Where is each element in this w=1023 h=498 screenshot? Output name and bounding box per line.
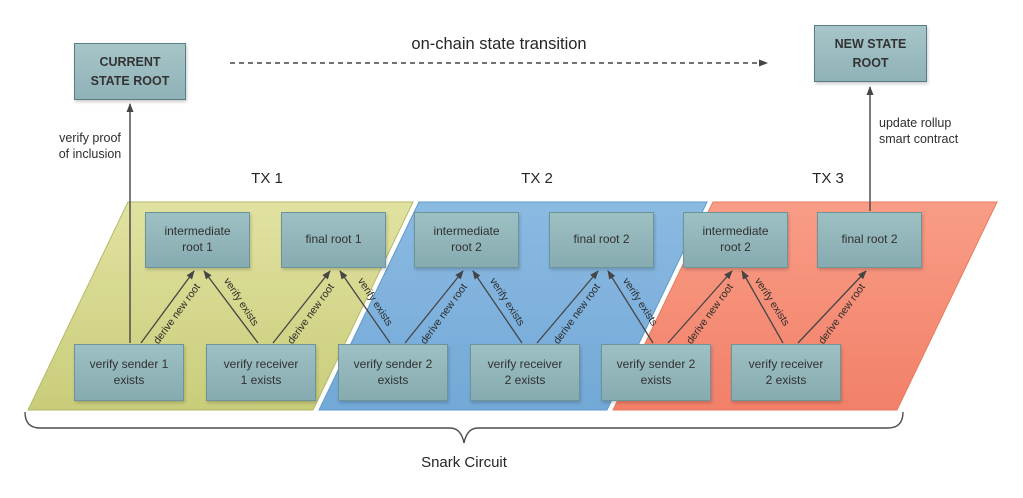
tx3-final-root-box: final root 2 bbox=[817, 212, 922, 268]
tx2-intermediate-root-line1: intermediate bbox=[433, 224, 500, 239]
transition-label: on-chain state transition bbox=[411, 35, 587, 53]
snark-circuit-label: Snark Circuit bbox=[421, 454, 507, 471]
tx2-intermediate-root-line2: root 2 bbox=[451, 240, 482, 254]
tx3-label: TX 3 bbox=[812, 170, 844, 187]
derive-arrow-2 bbox=[272, 270, 331, 344]
current-state-root-line1: CURRENT bbox=[99, 55, 161, 70]
tx3-verify-receiver-line1: verify receiver bbox=[748, 356, 824, 371]
new-state-root-line1: NEW STATE bbox=[834, 37, 907, 52]
update-rollup-annotation: update rollup smart contract bbox=[879, 115, 958, 147]
tx2-verify-receiver-box: verify receiver 2 exists bbox=[470, 344, 580, 401]
tx2-verify-receiver-line2: 2 exists bbox=[504, 372, 546, 387]
tx3-intermediate-root-box: intermediate root 2 bbox=[683, 212, 788, 268]
derive-arrow-5 bbox=[667, 270, 733, 344]
current-state-root-line2: STATE ROOT bbox=[90, 73, 170, 88]
tx1-intermediate-root-line1: intermediate bbox=[164, 224, 231, 239]
derive-arrow-4 bbox=[536, 270, 599, 344]
tx3-verify-receiver-box: verify receiver 2 exists bbox=[731, 344, 841, 401]
tx1-verify-receiver-line1: verify receiver bbox=[223, 356, 299, 371]
snark-circuit-brace bbox=[24, 411, 904, 444]
tx2-final-root-line1: final root 2 bbox=[573, 232, 630, 247]
tx1-verify-sender-line2: exists bbox=[113, 372, 145, 387]
update-rollup-line1: update rollup bbox=[879, 116, 952, 130]
tx1-label: TX 1 bbox=[251, 170, 283, 187]
verify-arrow-2 bbox=[339, 270, 391, 344]
tx3-final-root-line1: final root 2 bbox=[841, 232, 898, 247]
derive-arrow-1 bbox=[140, 270, 195, 344]
update-rollup-line2: smart contract bbox=[879, 132, 959, 146]
current-state-root-box: CURRENT STATE ROOT bbox=[74, 43, 186, 100]
tx3-verify-sender-box: verify sender 2 exists bbox=[601, 344, 711, 401]
new-state-root-box: NEW STATE ROOT bbox=[814, 25, 927, 82]
tx3-verify-receiver-line2: 2 exists bbox=[765, 372, 807, 387]
tx2-verify-sender-line2: exists bbox=[377, 372, 409, 387]
derive-arrow-3 bbox=[404, 270, 464, 344]
tx2-label: TX 2 bbox=[521, 170, 553, 187]
tx2-verify-receiver-line1: verify receiver bbox=[487, 356, 563, 371]
tx2-final-root-box: final root 2 bbox=[549, 212, 654, 268]
verify-proof-line2: of inclusion bbox=[58, 147, 122, 161]
tx2-verify-sender-box: verify sender 2 exists bbox=[338, 344, 448, 401]
verify-arrow-4 bbox=[607, 270, 654, 344]
verify-arrow-3 bbox=[472, 270, 523, 344]
tx1-intermediate-root-box: intermediate root 1 bbox=[145, 212, 250, 268]
verify-arrow-1 bbox=[203, 270, 259, 344]
tx1-intermediate-root-line2: root 1 bbox=[182, 240, 213, 254]
tx2-verify-sender-line1: verify sender 2 bbox=[353, 356, 433, 371]
tx3-verify-sender-line2: exists bbox=[640, 372, 672, 387]
tx1-verify-sender-box: verify sender 1 exists bbox=[74, 344, 184, 401]
new-state-root-line2: ROOT bbox=[852, 55, 889, 70]
tx3-intermediate-root-line2: root 2 bbox=[720, 240, 751, 254]
verify-arrow-5 bbox=[741, 270, 784, 344]
tx2-intermediate-root-box: intermediate root 2 bbox=[414, 212, 519, 268]
derive-arrow-6 bbox=[797, 270, 867, 344]
tx3-verify-sender-line1: verify sender 2 bbox=[616, 356, 696, 371]
tx1-verify-sender-line1: verify sender 1 bbox=[89, 356, 169, 371]
tx3-intermediate-root-line1: intermediate bbox=[702, 224, 769, 239]
verify-proof-line1: verify proof bbox=[59, 131, 121, 145]
verify-proof-annotation: verify proof of inclusion bbox=[50, 130, 130, 162]
tx1-verify-receiver-line2: 1 exists bbox=[240, 372, 282, 387]
tx1-final-root-box: final root 1 bbox=[281, 212, 386, 268]
tx1-final-root-line1: final root 1 bbox=[305, 232, 362, 247]
tx1-verify-receiver-box: verify receiver 1 exists bbox=[206, 344, 316, 401]
